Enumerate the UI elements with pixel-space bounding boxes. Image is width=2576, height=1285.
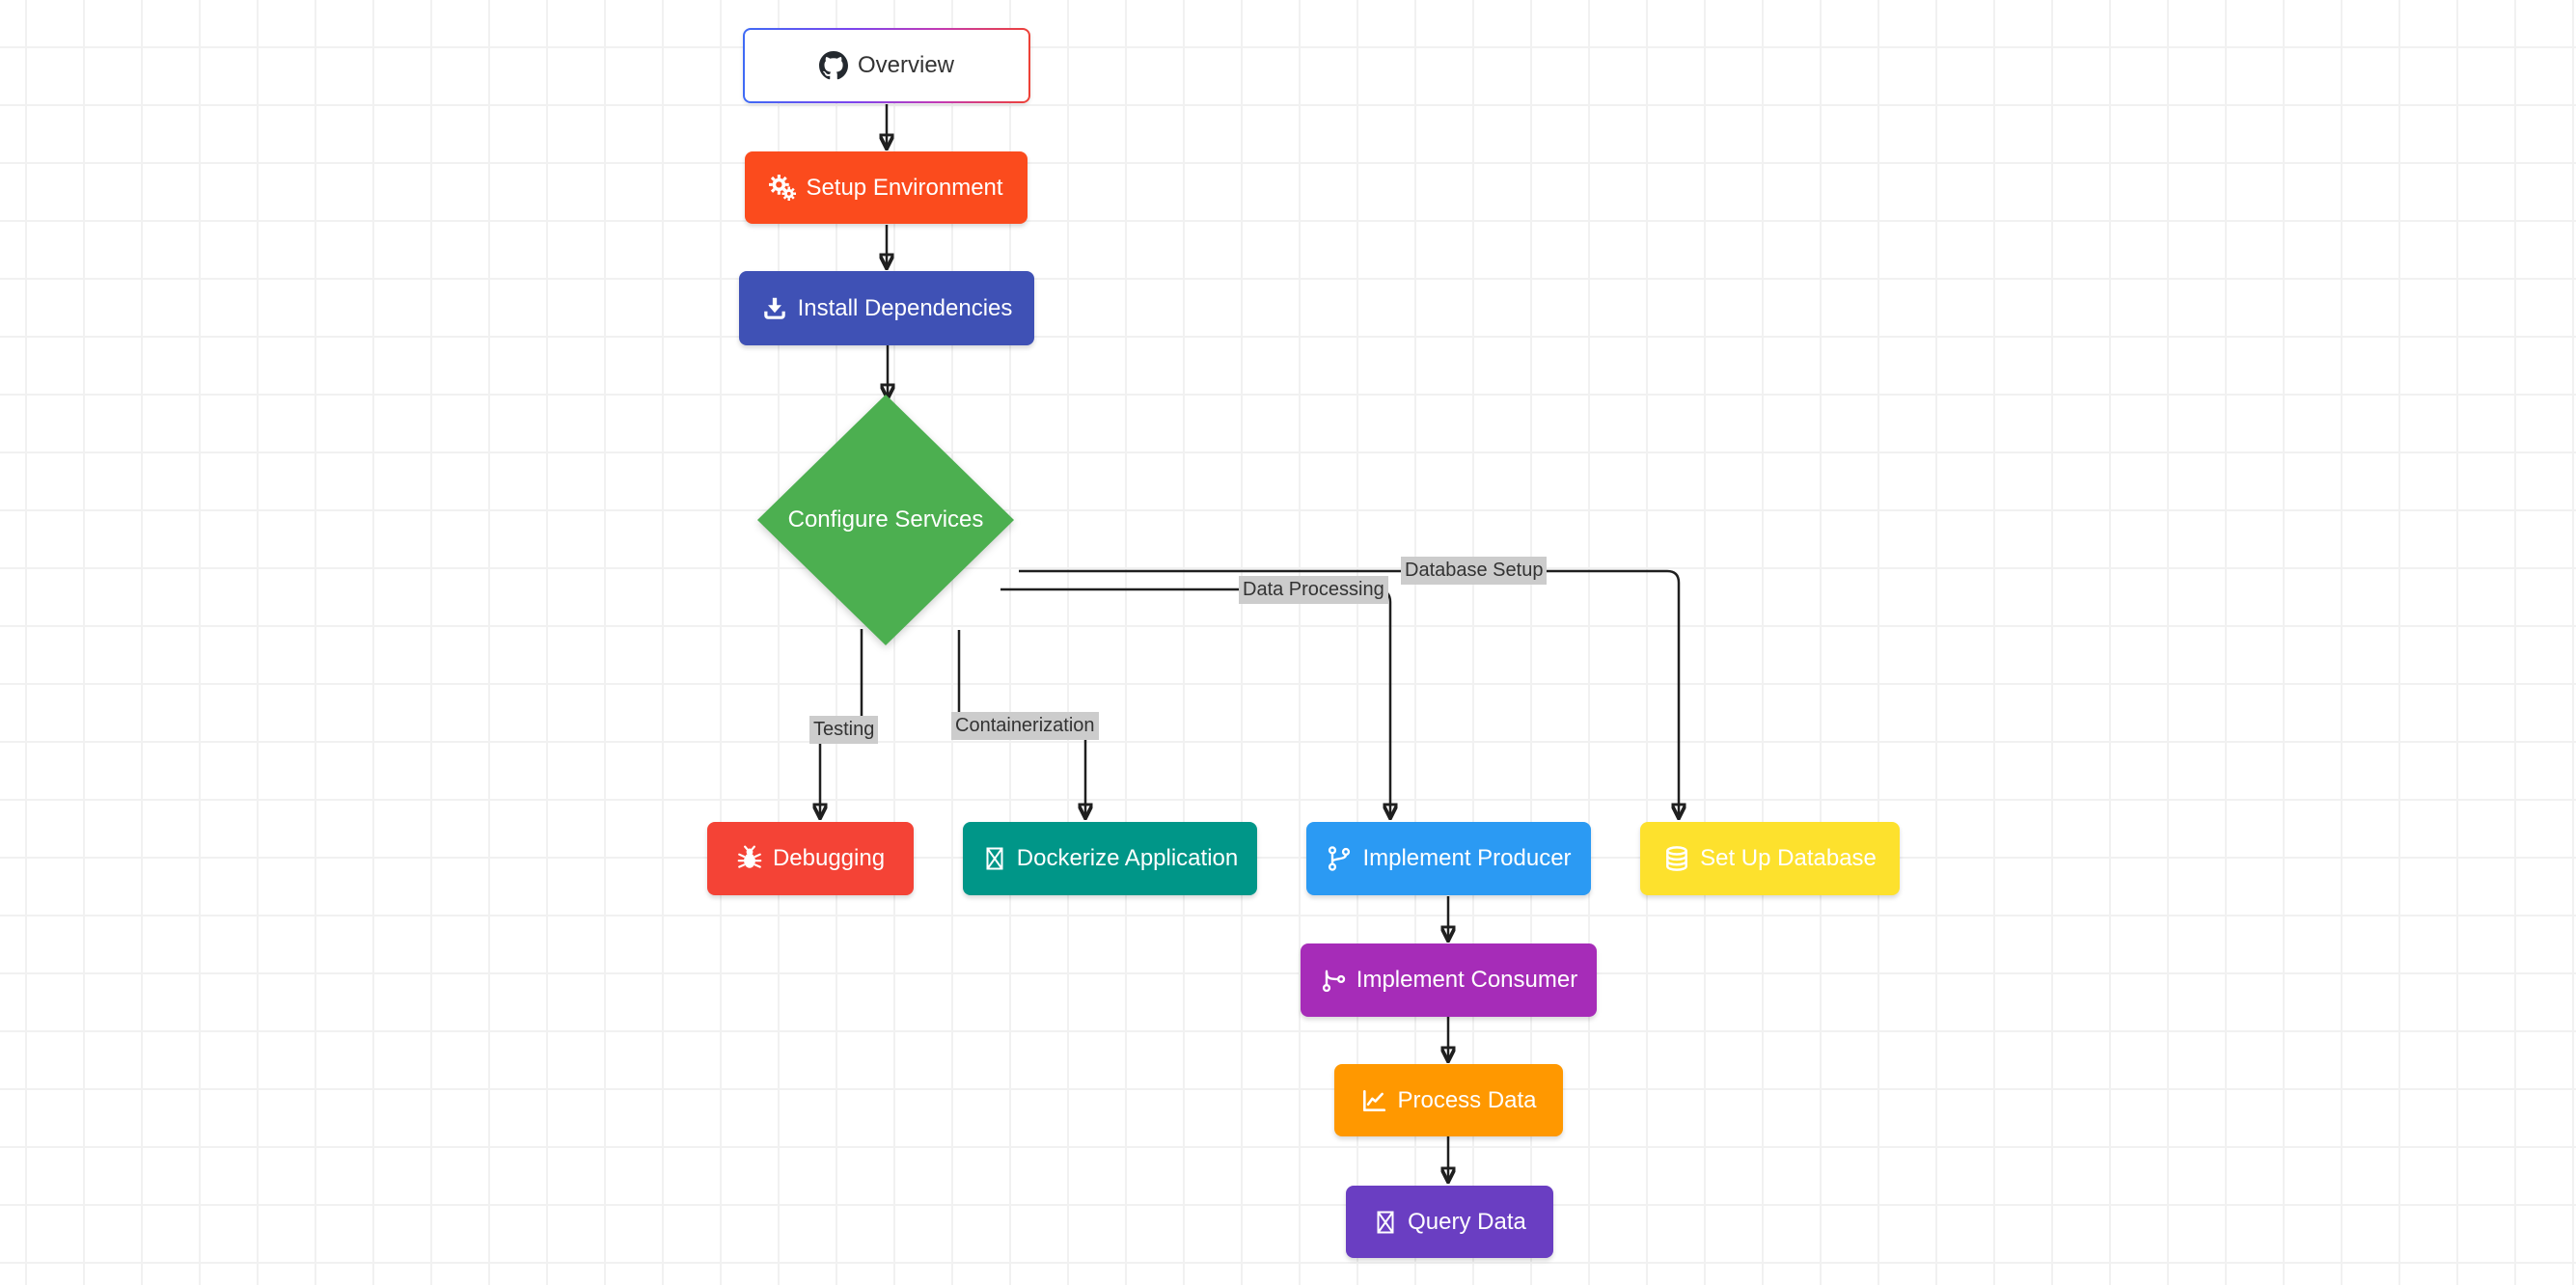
edge-label-containerization[interactable]: Containerization — [951, 712, 1099, 740]
node-implement-consumer[interactable]: Implement Consumer — [1301, 943, 1597, 1017]
database-icon — [1663, 845, 1690, 872]
node-label: Install Dependencies — [797, 294, 1013, 321]
node-process-data[interactable]: Process Data — [1334, 1064, 1563, 1136]
git-merge-icon — [1320, 967, 1347, 994]
node-label: Query Data — [1408, 1208, 1526, 1235]
node-label: Overview — [857, 52, 955, 78]
bug-icon — [736, 845, 763, 872]
edge-database-setup — [1019, 569, 1679, 817]
download-icon — [761, 295, 788, 322]
diamond-shape: Configure Services — [757, 395, 1014, 645]
node-label: Set Up Database — [1700, 845, 1877, 871]
node-label: Process Data — [1397, 1086, 1537, 1113]
node-label: Dockerize Application — [1016, 845, 1239, 871]
node-label: Debugging — [772, 845, 886, 871]
node-implement-producer[interactable]: Implement Producer — [1306, 822, 1591, 895]
node-setup-environment[interactable]: Setup Environment — [745, 151, 1028, 224]
edge-label-data-processing[interactable]: Data Processing — [1239, 576, 1388, 604]
chart-line-icon — [1360, 1087, 1387, 1114]
gears-icon — [769, 174, 797, 202]
node-label: Implement Consumer — [1356, 967, 1578, 993]
git-branch-icon — [1326, 845, 1353, 872]
node-overview-body: Overview — [745, 30, 1028, 101]
missing-glyph-box-icon — [1373, 1210, 1398, 1235]
node-debugging[interactable]: Debugging — [707, 822, 914, 895]
node-install-dependencies[interactable]: Install Dependencies — [739, 271, 1034, 345]
node-dockerize-application[interactable]: Dockerize Application — [963, 822, 1257, 895]
missing-glyph-box-icon — [982, 846, 1007, 871]
node-label: Setup Environment — [806, 174, 1003, 201]
node-set-up-database[interactable]: Set Up Database — [1640, 822, 1900, 895]
node-configure-services[interactable]: Configure Services — [757, 395, 1014, 645]
node-label: Configure Services — [787, 506, 984, 533]
edge-label-testing[interactable]: Testing — [809, 716, 879, 744]
edge-label-database-setup[interactable]: Database Setup — [1401, 557, 1548, 585]
edge-data-processing — [1000, 588, 1390, 817]
node-overview[interactable]: Overview — [743, 28, 1030, 103]
node-label: Implement Producer — [1362, 845, 1572, 871]
github-icon — [818, 51, 848, 80]
node-query-data[interactable]: Query Data — [1346, 1186, 1553, 1258]
